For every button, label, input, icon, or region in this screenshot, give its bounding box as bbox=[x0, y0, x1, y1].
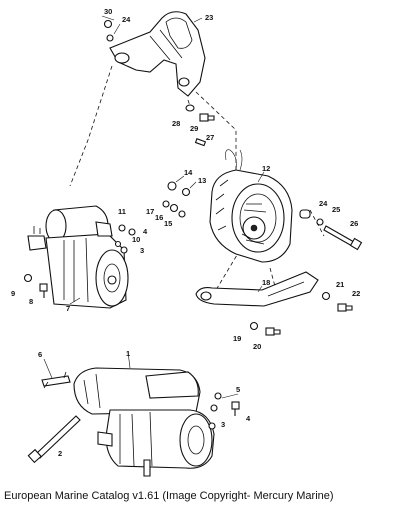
callout-9: 9 bbox=[11, 289, 15, 298]
washer-13 bbox=[181, 187, 191, 197]
starter-motor-upper bbox=[27, 205, 129, 309]
spacer-24 bbox=[299, 209, 311, 219]
alignment-line bbox=[215, 249, 241, 291]
washer-16 bbox=[169, 203, 179, 213]
bolt-29 bbox=[199, 113, 215, 122]
washer-4 bbox=[128, 228, 136, 236]
image-caption: European Marine Catalog v1.61 (Image Cop… bbox=[4, 490, 334, 502]
washer-5b bbox=[210, 404, 218, 412]
nut-17 bbox=[162, 200, 170, 208]
callout-16: 16 bbox=[155, 213, 163, 222]
alignment-line bbox=[195, 91, 237, 172]
bolt-8 bbox=[39, 283, 48, 298]
washer-10 bbox=[114, 240, 122, 248]
callout-4-lower: 4 bbox=[246, 414, 251, 423]
callout-21: 21 bbox=[336, 280, 344, 289]
callout-8: 8 bbox=[29, 297, 33, 306]
callout-20: 20 bbox=[253, 342, 261, 351]
nut-11 bbox=[118, 224, 126, 232]
washer-9 bbox=[23, 273, 33, 283]
callout-4: 4 bbox=[143, 227, 148, 236]
washer-15 bbox=[178, 210, 186, 218]
callout-23: 23 bbox=[205, 13, 213, 22]
alternator bbox=[209, 149, 293, 263]
pin-27 bbox=[194, 138, 207, 147]
callout-3-lower: 3 bbox=[221, 420, 225, 429]
callout-15: 15 bbox=[164, 219, 172, 228]
washer-5 bbox=[214, 392, 222, 400]
washer-19 bbox=[249, 321, 259, 331]
exploded-parts-diagram: 30 24 23 28 29 27 12 14 13 17 16 15 11 4… bbox=[11, 7, 363, 477]
callout-17: 17 bbox=[146, 207, 154, 216]
alignment-line bbox=[69, 65, 113, 187]
callout-27: 27 bbox=[206, 133, 214, 142]
washer-25 bbox=[316, 218, 324, 226]
nut-14 bbox=[167, 181, 177, 191]
alignment-line bbox=[269, 267, 277, 291]
bolt-4-lower bbox=[231, 401, 240, 416]
mounting-bracket bbox=[109, 11, 206, 97]
washer-28 bbox=[185, 104, 195, 112]
callout-13: 13 bbox=[198, 176, 206, 185]
callout-5: 5 bbox=[236, 385, 240, 394]
callout-19: 19 bbox=[233, 334, 241, 343]
washer-21 bbox=[321, 291, 331, 301]
washer-24-top bbox=[106, 34, 114, 42]
callout-26: 26 bbox=[350, 219, 358, 228]
long-bolt-2 bbox=[27, 415, 81, 464]
callout-2: 2 bbox=[58, 449, 62, 458]
callout-6: 6 bbox=[38, 350, 42, 359]
bolt-22 bbox=[337, 303, 353, 312]
nut-3-lower bbox=[208, 422, 216, 430]
nut-3 bbox=[120, 246, 128, 254]
callout-30: 30 bbox=[104, 7, 112, 16]
callout-24: 24 bbox=[122, 15, 131, 24]
callout-24-right: 24 bbox=[319, 199, 328, 208]
strap-6 bbox=[41, 371, 71, 389]
bolt-26 bbox=[323, 225, 363, 251]
callout-14: 14 bbox=[184, 168, 193, 177]
nut-30 bbox=[103, 19, 113, 29]
callout-10: 10 bbox=[132, 235, 140, 244]
callout-12: 12 bbox=[262, 164, 270, 173]
callout-22: 22 bbox=[352, 289, 360, 298]
starter-motor-lower bbox=[73, 367, 215, 477]
adjusting-bracket bbox=[195, 271, 319, 307]
bolt-20 bbox=[265, 327, 281, 336]
callout-7: 7 bbox=[66, 304, 70, 313]
callout-25: 25 bbox=[332, 205, 340, 214]
callout-29: 29 bbox=[190, 124, 198, 133]
callout-11: 11 bbox=[118, 207, 126, 216]
callout-3: 3 bbox=[140, 246, 144, 255]
callout-18: 18 bbox=[262, 278, 270, 287]
callout-28: 28 bbox=[172, 119, 180, 128]
